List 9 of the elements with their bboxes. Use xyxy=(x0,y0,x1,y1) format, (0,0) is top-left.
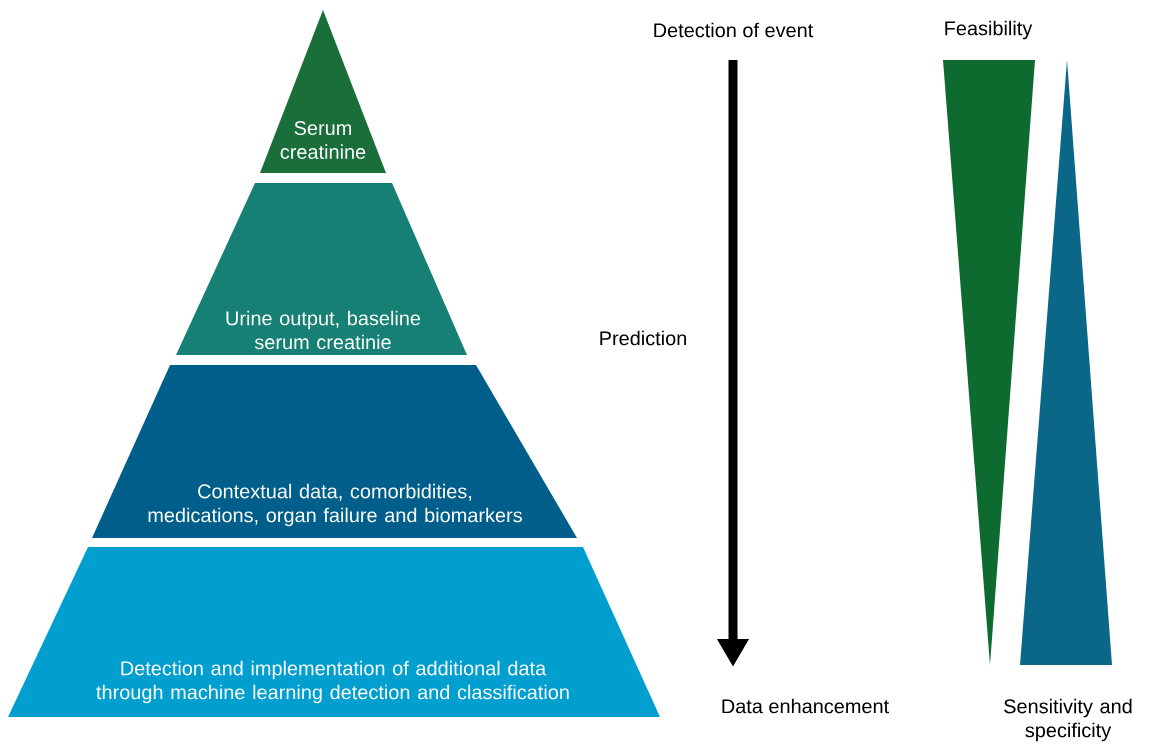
pyramid-band: Urine output, baseline serum creatinie xyxy=(176,183,467,355)
pyramid-band: Serum creatinine xyxy=(260,10,386,173)
axis-label: Detection of event xyxy=(654,22,814,38)
pyramid-band: Detection and implementation of additional data through machine learning detection and classification xyxy=(8,547,660,717)
axis-label: Prediction xyxy=(600,330,686,346)
axis-label: Sensitivity and specificity xyxy=(1004,698,1132,742)
axis-label: Data enhancement xyxy=(722,698,889,714)
axis-label: Feasibility xyxy=(945,20,1033,40)
pyramid-band: Contextual data, comorbidities, medications, organ failure and biomarkers xyxy=(92,365,577,538)
